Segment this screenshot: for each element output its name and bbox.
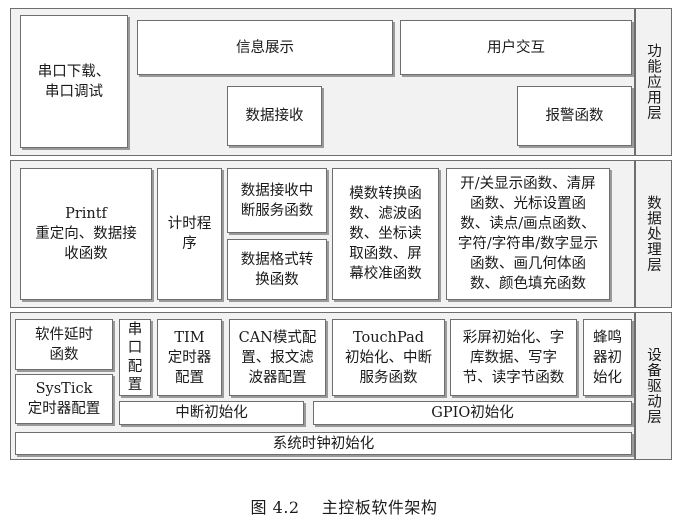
box-data-format-convert: 数据格式转 换函数: [227, 239, 327, 300]
box-display-functions: 开/关显示函数、清屏 函数、光标设置函 数、读点/画点函数、 字符/字符串/数字…: [446, 168, 610, 300]
box-serial-download-debug: 串口下载、 串口调试: [20, 15, 128, 148]
figure-caption: 图 4.2 主控板软件架构: [250, 498, 438, 517]
box-software-delay: 软件延时 函数: [15, 319, 113, 370]
app-layer-label-frame: [635, 8, 672, 156]
box-interrupt-init: 中断初始化: [119, 401, 304, 425]
box-system-clock-init: 系统时钟初始化: [15, 432, 632, 455]
box-timer-program: 计时程 序: [157, 168, 222, 300]
box-printf: Printf 重定向、数据接 收函数: [20, 168, 152, 300]
drv-layer-label: 设备驱动层: [645, 347, 661, 425]
box-buzzer-init: 蜂鸣 器初 始化: [583, 319, 632, 396]
app-layer-label: 功能应用层: [645, 43, 661, 121]
box-touchpad-init: TouchPad 初始化、中断 服务函数: [332, 319, 445, 396]
box-systick-config: SysTick 定时器配置: [15, 374, 113, 424]
box-adc-filter-coords: 模数转换函 数、滤波函 数、坐标读 取函数、屏 幕校准函数: [332, 168, 439, 300]
box-alarm-function: 报警函数: [517, 86, 632, 146]
data-layer-label-frame: [635, 160, 672, 308]
box-tim-config: TIM 定时器 配置: [157, 319, 222, 396]
box-uart-config: 串 口 配 置: [119, 319, 151, 396]
box-can-config: CAN模式配 置、报文滤 波器配置: [229, 319, 326, 396]
box-user-interaction: 用户交互: [400, 20, 632, 75]
box-data-receive-isr: 数据接收中 断服务函数: [227, 168, 327, 233]
box-info-display: 信息展示: [137, 20, 393, 75]
box-lcd-init: 彩屏初始化、字 库数据、写字 节、读字节函数: [450, 319, 577, 396]
box-gpio-init: GPIO初始化: [313, 401, 632, 425]
drv-layer-label-frame: [635, 312, 672, 460]
data-layer-label: 数据处理层: [645, 195, 661, 273]
box-data-receive: 数据接收: [227, 86, 322, 146]
